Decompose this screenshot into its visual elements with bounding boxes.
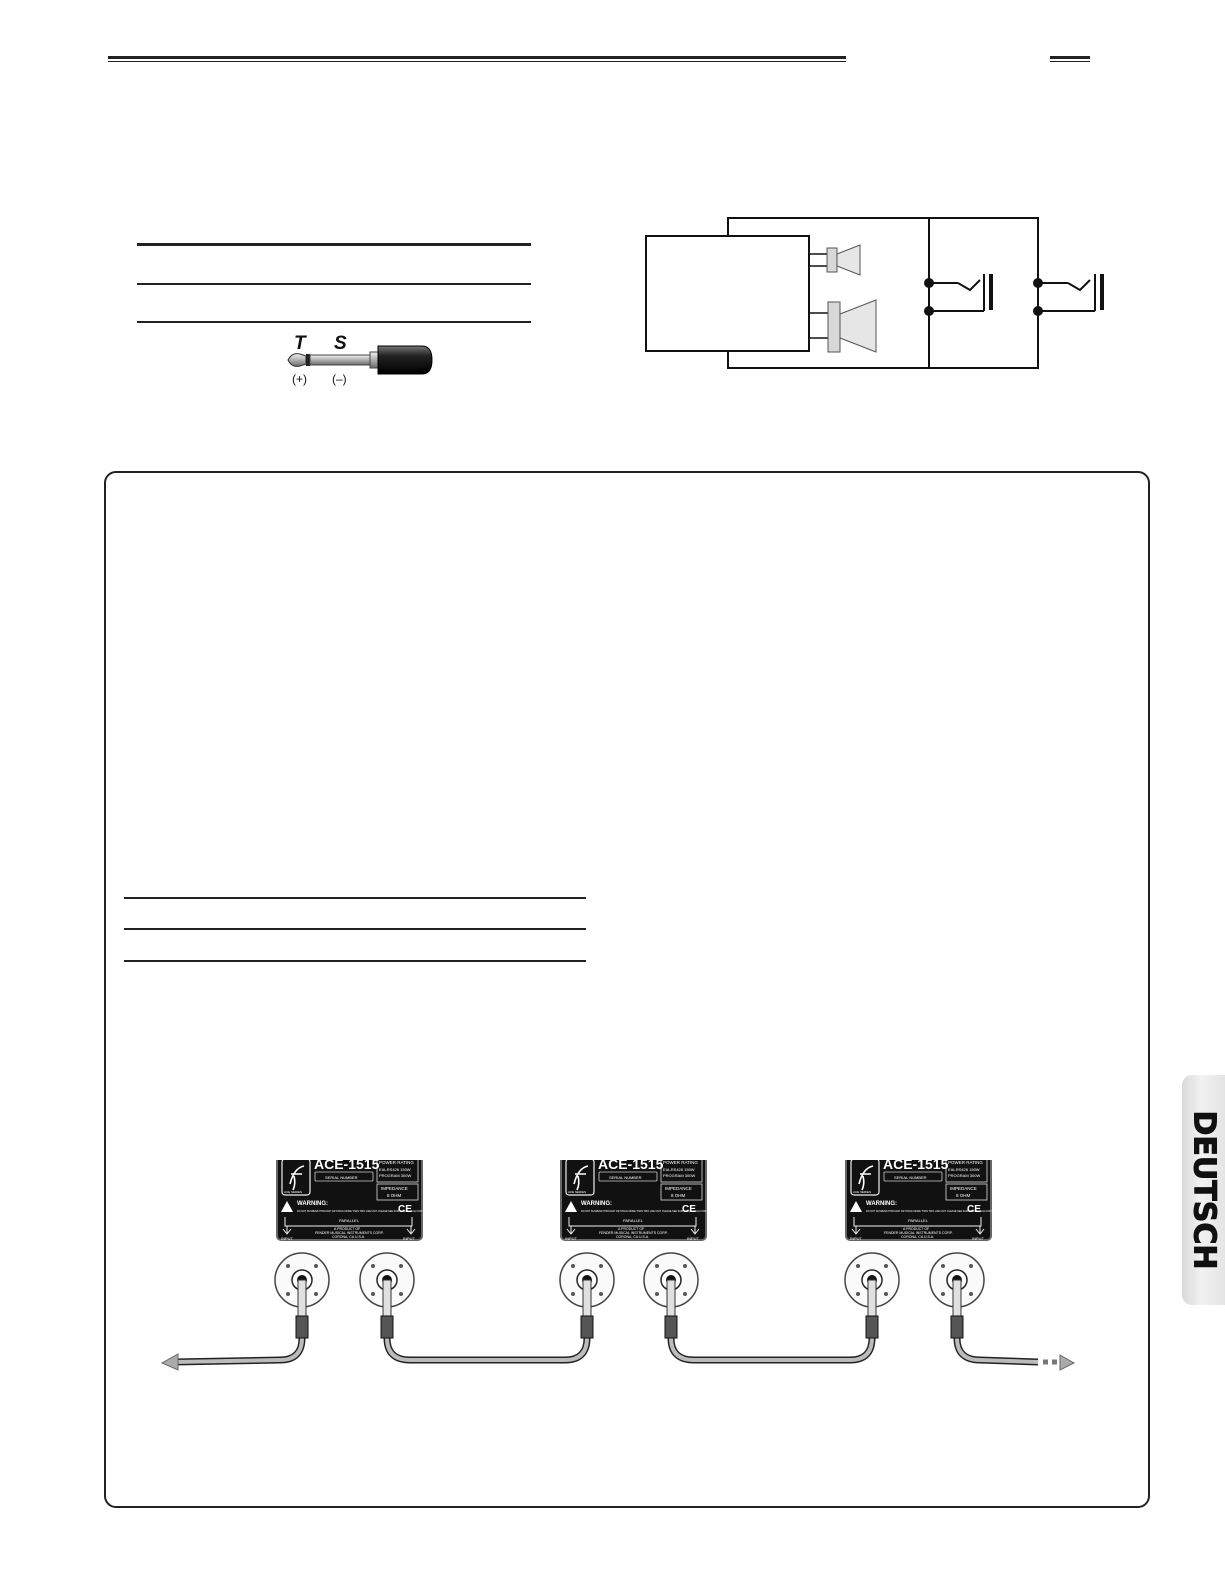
woofer-icon [809,299,877,353]
language-tab-label: DEUTSCH [1186,1110,1222,1270]
wiring-schematic [645,217,1104,369]
plate-3-input-right: INPUT [972,1236,985,1241]
plate-3-maker-1: A PRODUCT OF [903,1227,929,1231]
plate-3-maker-3: CORONA, CA U.S.A. [901,1235,934,1239]
plate-2-input-right: INPUT [687,1236,700,1241]
spec-plate-2: ACE-1515 POWER RATING EIA-RS426 150W PRO… [560,1160,734,1241]
input-jack-2a [559,1252,615,1339]
plate-3-power-line1: EIA-RS426 150W [948,1167,980,1172]
plate-3-input-left: INPUT [850,1236,863,1241]
plate-3-ce: CE [967,1204,981,1215]
plate-1-input-right: INPUT [403,1236,416,1241]
crossover-box [645,235,810,352]
lower-table-rule-1 [124,897,586,899]
plate-1-logo-sub: ACE SERIES [284,1190,302,1194]
spec-plate-3: ACE-1515 POWER RATING EIA-RS426 150W PRO… [845,1160,1019,1241]
cable-link-2 [667,1337,876,1364]
input-jack-3b [929,1252,985,1339]
plate-3-maker-2: FENDER MUSICAL INSTRUMENTS CORP. [884,1231,953,1235]
plate-1-power-line2: PROGRAM 300W [379,1173,411,1178]
header-rule-right-thick [1050,56,1090,59]
daisy-chain-diagram: ACE-1515 POWER RATING EIA-RS426 150W PRO… [160,1160,1076,1371]
cable-link-1 [383,1337,591,1364]
input-jack-3a [844,1252,900,1339]
header-rule-left-thin [108,61,846,62]
lower-table-rule-2 [124,928,586,930]
plate-3-logo-sub: ACE SERIES [853,1190,871,1194]
plate-1-warning-text: DO NOT SUSPEND THROUGH OR STACK MORE THA… [297,1210,450,1213]
boxed-section [104,471,1150,1508]
plate-1-impedance-title: IMPEDANCE [381,1186,408,1191]
plate-2-power-line2: PROGRAM 300W [663,1173,695,1178]
plug-sleeve-shaft [309,354,377,366]
plate-2-logo-sub: ACE SERIES [568,1190,586,1194]
plate-2-warning-title: WARNING: [581,1201,612,1207]
plate-2-impedance-title: IMPEDANCE [665,1186,692,1191]
plate-3-serial: SERIAL NUMBER [894,1175,927,1180]
plate-2-parallel: PARALLEL [623,1218,644,1223]
input-jack-2b [643,1252,699,1339]
lower-table [124,897,586,969]
plate-2-power-title: POWER RATING [663,1160,698,1165]
plate-2-power-line1: EIA-RS426 150W [663,1167,695,1172]
plug-collar [369,351,379,369]
arrow-out-left [160,1353,179,1371]
plate-3-impedance-value: 8 OHM [956,1193,971,1198]
wire-top [727,217,1039,369]
header-rule-left-thick [108,56,846,59]
pin-table [137,243,531,325]
plate-1-warning-title: WARNING: [297,1201,328,1207]
plate-3-power-title: POWER RATING [948,1160,983,1165]
plate-3-warning-title: WARNING: [866,1201,897,1207]
plate-3-parallel: PARALLEL [908,1218,929,1223]
plug-handle [377,345,433,375]
plate-1-power-title: POWER RATING [379,1160,414,1165]
pin-table-top-rule [137,243,531,246]
language-tab: DEUTSCH [1182,1075,1225,1305]
plate-1-ce: CE [398,1204,412,1215]
plate-3-warning-text: DO NOT SUSPEND THROUGH OR STACK MORE THA… [866,1210,1019,1213]
plate-1-input-left: INPUT [281,1236,294,1241]
spec-plate-1: ACE-1515 POWER RATING EIA-RS426 150W PRO… [276,1160,450,1241]
plate-2-maker-3: CORONA, CA U.S.A. [616,1235,649,1239]
header-rule-right-thin [1050,61,1090,62]
plate-1-maker-1: A PRODUCT OF [334,1227,360,1231]
tweeter-icon [809,244,861,276]
plate-3-power-line2: PROGRAM 300W [948,1173,980,1178]
plate-1-parallel: PARALLEL [339,1218,360,1223]
lower-table-rule-3 [124,960,586,962]
input-jack-1a [274,1252,330,1339]
pin-table-mid-rule [137,283,531,285]
plate-1-maker-2: FENDER MUSICAL INSTRUMENTS CORP. [315,1231,384,1235]
plug-tip-polarity: (+) [292,372,307,386]
plate-2-impedance-value: 8 OHM [671,1193,686,1198]
input-jack-2-symbol [1033,274,1104,316]
plug-tip-label: T [294,333,307,354]
plate-2-input-left: INPUT [565,1236,578,1241]
plate-2-ce: CE [682,1204,696,1215]
plate-1-impedance-value: 8 OHM [387,1193,402,1198]
phone-plug-illustration: T S (+) (–) [287,333,433,386]
input-jack-1b [359,1252,415,1339]
plug-tip-shape [287,353,307,367]
plate-3-model: ACE-1515 [883,1160,949,1172]
plate-1-model: ACE-1515 [314,1160,380,1172]
plate-2-maker-1: A PRODUCT OF [618,1227,644,1231]
plate-2-model: ACE-1515 [598,1160,664,1172]
plate-3-impedance-title: IMPEDANCE [950,1186,977,1191]
plate-1-power-line1: EIA-RS426 150W [379,1167,411,1172]
plate-1-serial: SERIAL NUMBER [325,1175,358,1180]
plug-sleeve-label: S [334,333,347,354]
plate-1-maker-3: CORONA, CA U.S.A. [332,1235,365,1239]
plate-2-serial: SERIAL NUMBER [609,1175,642,1180]
arrow-out-right [1059,1354,1076,1371]
plate-2-maker-2: FENDER MUSICAL INSTRUMENTS CORP. [599,1231,668,1235]
input-jack-1-symbol [924,274,993,316]
plug-insulator-ring [306,354,310,366]
plate-2-warning-text: DO NOT SUSPEND THROUGH OR STACK MORE THA… [581,1210,734,1213]
pin-table-bottom-rule [137,321,531,323]
plug-sleeve-polarity: (–) [332,372,347,386]
